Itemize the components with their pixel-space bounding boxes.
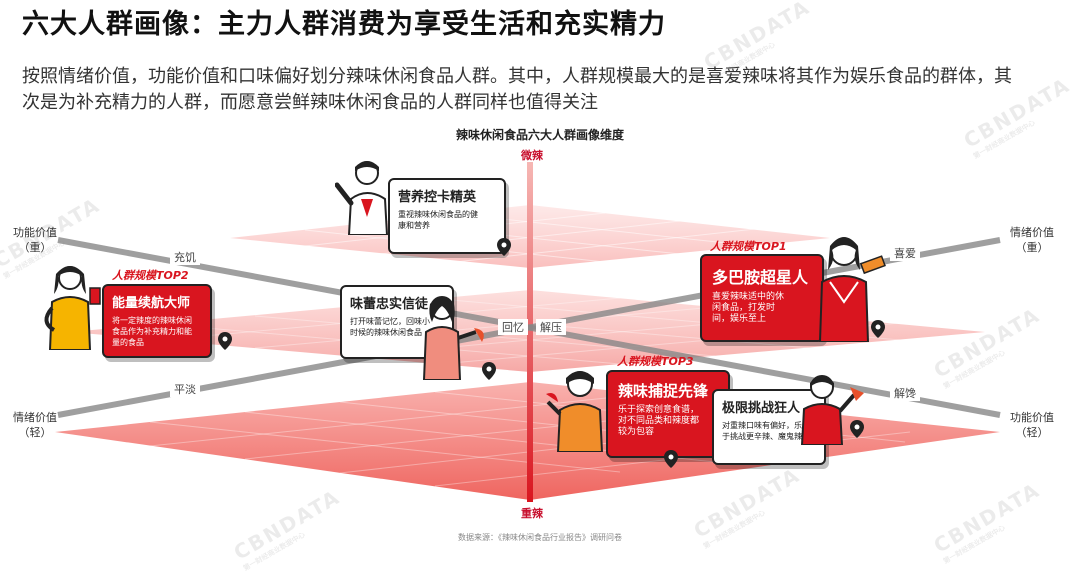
corner-label-functional-heavy: 功能价值（重） [13, 226, 57, 254]
persona-card-energy-master: 能量续航大师 将一定辣度的辣味休闲食品作为补充精力和能量的食品 [102, 284, 212, 358]
axis-label-mild: 微辣 [521, 149, 543, 162]
axis-label-heavy: 重辣 [521, 507, 543, 520]
persona-name: 味蕾忠实信徒 [350, 297, 429, 312]
person-figure-icon [44, 266, 101, 350]
axis-chip-jieya: 解压 [536, 319, 566, 335]
persona-description: 喜爱辣味适中的休闲食品，打发时间，娱乐至上 [712, 292, 785, 324]
axis-chip-huiyi: 回忆 [498, 319, 528, 335]
page-title: 六大人群画像：主力人群消费为享受生活和充实精力 [22, 9, 666, 40]
person-figure-icon [422, 296, 484, 380]
axis-chip-jiechan: 解馋 [890, 385, 920, 401]
location-pin-icon [218, 332, 232, 350]
axis-chip-xiai: 喜爱 [890, 245, 920, 261]
location-pin-icon [497, 238, 511, 256]
persona-card-spicy-pioneer: 辣味捕捉先锋 乐于探索创意食谱，对不同品类和辣度都较为包容 [606, 370, 730, 458]
persona-description: 打开味蕾记忆，回味小时候的辣味休闲食品 [350, 317, 430, 337]
page-description: 按照情绪价值，功能价值和口味偏好划分辣味休闲食品人群。其中，人群规模最大的是喜爱… [22, 66, 1012, 113]
rank-label: 人群规模TOP3 [617, 355, 694, 368]
axis-chip-chongji: 充饥 [170, 249, 200, 265]
data-source-footnote: 数据来源：《辣味休闲食品行业报告》调研问卷 [458, 533, 622, 542]
person-figure-icon [800, 375, 864, 445]
persona-name: 辣味捕捉先锋 [618, 382, 709, 400]
persona-description: 对重辣口味有偏好，乐于挑战更辛辣、魔鬼辣 [722, 421, 802, 441]
corner-label-emotional-heavy: 情绪价值（重） [1010, 226, 1054, 254]
location-pin-icon [850, 420, 864, 438]
location-pin-icon [482, 362, 496, 380]
axis-chip-pingdan: 平淡 [170, 381, 200, 397]
diagram-title: 辣味休闲食品六大人群画像维度 [455, 128, 624, 142]
persona-card-extreme-challenger: 极限挑战狂人 对重辣口味有偏好，乐于挑战更辛辣、魔鬼辣 [712, 389, 826, 465]
person-figure-icon [546, 371, 604, 452]
persona-description: 乐于探索创意食谱，对不同品类和辣度都较为包容 [618, 405, 700, 437]
rank-label: 人群规模TOP1 [710, 240, 787, 253]
persona-card-dopamine-star: 多巴胺超星人 喜爱辣味适中的休闲食品，打发时间，娱乐至上 [700, 254, 824, 342]
persona-name: 能量续航大师 [112, 296, 191, 311]
corner-label-emotional-light: 情绪价值（轻） [13, 411, 57, 439]
location-pin-icon [871, 320, 885, 338]
person-figure-icon [335, 161, 389, 235]
persona-description: 重视辣味休闲食品的健康和营养 [398, 210, 478, 230]
persona-card-tastebud-believer: 味蕾忠实信徒 打开味蕾记忆，回味小时候的辣味休闲食品 [340, 285, 454, 359]
persona-name: 营养控卡精英 [398, 190, 477, 205]
corner-label-functional-light: 功能价值（轻） [1010, 411, 1054, 439]
person-figure-icon [818, 237, 886, 342]
rank-label: 人群规模TOP2 [112, 269, 189, 282]
persona-description: 将一定辣度的辣味休闲食品作为补充精力和能量的食品 [112, 316, 192, 347]
axis-line-right-diagonal [57, 237, 1001, 418]
persona-card-nutrition-elite: 营养控卡精英 重视辣味休闲食品的健康和营养 [388, 178, 506, 254]
location-pin-icon [664, 450, 678, 468]
vertical-axis [527, 162, 533, 502]
persona-name: 多巴胺超星人 [712, 268, 809, 287]
persona-name: 极限挑战狂人 [722, 401, 801, 416]
